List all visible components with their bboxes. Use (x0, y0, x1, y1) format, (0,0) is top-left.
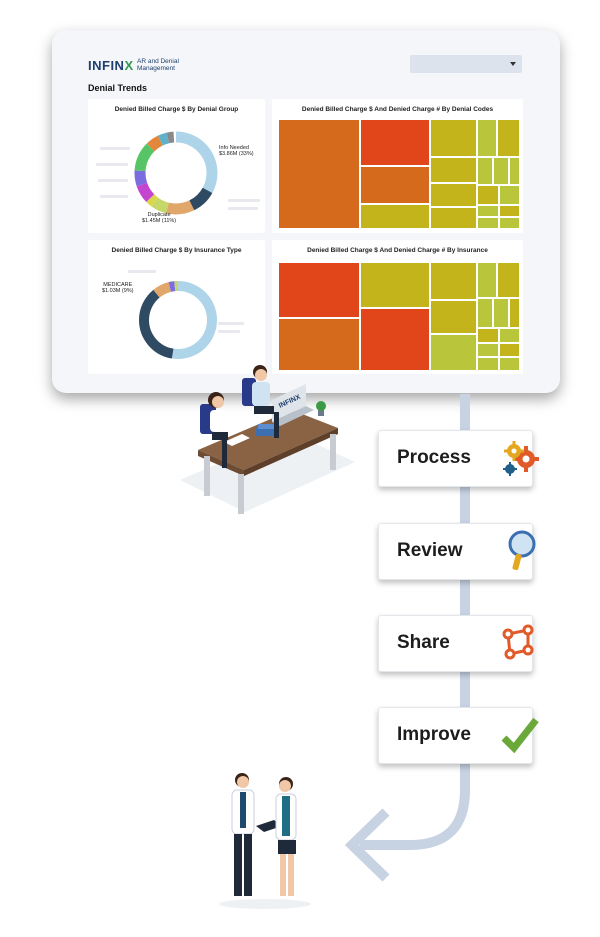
donut-label-top: MEDICARE$1.03M (9%) (102, 282, 134, 294)
magnifier-icon (508, 530, 536, 571)
card-title: Denied Billed Charge $ And Denied Charge… (301, 106, 494, 113)
blurred-label (218, 322, 244, 325)
treemap-cell (431, 120, 476, 156)
dashboard-window: INFINX AR and Denial Management Denial T… (52, 30, 560, 393)
donut-segment (139, 281, 217, 359)
step-label: Process (397, 447, 471, 468)
logo-text-x: X (124, 58, 134, 73)
card-insurance: Denied Billed Charge $ And Denied Charge… (272, 240, 523, 374)
logo-text: INFIN (88, 58, 125, 73)
gears-icon (503, 441, 539, 476)
treemap-cell (478, 358, 498, 370)
treemap-cell (478, 206, 498, 216)
treemap-cell (431, 335, 476, 370)
treemap-cell (510, 158, 519, 184)
treemap-cell (494, 158, 508, 184)
treemap-cell (361, 205, 429, 228)
treemap-cell (494, 299, 508, 327)
treemap-cell (500, 358, 519, 370)
treemap-cell (361, 309, 429, 370)
step-label: Share (397, 632, 450, 653)
step-review[interactable]: Review (378, 523, 536, 580)
treemap-cell (500, 344, 519, 356)
step-improve[interactable]: Improve (378, 707, 539, 764)
logo-subtitle: AR and Denial Management (137, 58, 179, 72)
doctors-illustration (219, 773, 311, 909)
share-network-icon (502, 624, 534, 660)
treemap-cell (478, 186, 498, 204)
treemap-cell (431, 208, 476, 228)
donut-label-top: Info Needed$3.86M (33%) (219, 145, 254, 157)
return-arrow (344, 760, 470, 882)
card-denial-codes: Denied Billed Charge $ And Denied Charge… (272, 99, 523, 233)
treemap-cell (361, 167, 429, 203)
office-desk-illustration: INFINX (180, 365, 355, 514)
process-rail (460, 394, 470, 774)
treemap-cell (478, 263, 496, 297)
blurred-label (128, 270, 156, 273)
treemap-cell (361, 263, 429, 307)
donut-segment (134, 131, 218, 215)
treemap-cell (498, 263, 519, 297)
blurred-label (100, 195, 128, 198)
blurred-label (96, 163, 128, 166)
card-insurance-type: Denied Billed Charge $ By Insurance Type… (88, 240, 265, 374)
blurred-label (98, 179, 128, 182)
donut-segment (134, 131, 218, 215)
infinx-logo: INFINX (88, 58, 134, 73)
filter-dropdown[interactable] (410, 55, 522, 73)
chevron-down-icon (510, 62, 516, 66)
treemap-cell (478, 120, 496, 156)
blurred-label (228, 207, 258, 210)
treemap-cell (279, 120, 359, 228)
blurred-label (228, 199, 260, 202)
treemap-cell (478, 329, 498, 342)
treemap-cell (500, 206, 519, 216)
treemap-insurance (279, 263, 519, 370)
step-label: Improve (397, 724, 471, 745)
treemap-cell (500, 186, 519, 204)
treemap-cell (431, 158, 476, 182)
donut-segment (134, 131, 218, 215)
treemap-cell (431, 263, 476, 299)
treemap-cell (478, 344, 498, 356)
card-title: Denied Billed Charge $ By Insurance Type (111, 247, 242, 254)
donut-label-bottom: Duplicate$1.45M (11%) (142, 212, 177, 224)
card-title: Denied Billed Charge $ And Denied Charge… (307, 247, 488, 254)
page-title: Denial Trends (88, 83, 148, 93)
treemap-cell (431, 184, 476, 206)
blurred-label (218, 330, 240, 333)
checkmark-icon (501, 717, 539, 754)
treemap-cell (279, 263, 359, 317)
treemap-cell (361, 120, 429, 165)
card-title: Denied Billed Charge $ By Denial Group (114, 106, 239, 113)
treemap-cell (478, 218, 498, 228)
donut-chart-insurance-type (139, 281, 217, 359)
treemap-cell (500, 218, 519, 228)
treemap-cell (498, 120, 519, 156)
treemap-cell (510, 299, 519, 327)
step-label: Review (397, 540, 463, 561)
blurred-label (100, 147, 130, 150)
step-share[interactable]: Share (378, 615, 534, 672)
treemap-cell (431, 301, 476, 333)
treemap-cell (279, 319, 359, 370)
treemap-cell (500, 329, 519, 342)
treemap-cell (478, 299, 492, 327)
treemap-denial-codes (279, 120, 519, 228)
step-process[interactable]: Process (378, 430, 539, 487)
card-denial-group: Denied Billed Charge $ By Denial Group I… (88, 99, 265, 233)
donut-segment (139, 281, 217, 359)
treemap-cell (478, 158, 492, 184)
donut-chart-denial-group (134, 131, 218, 215)
